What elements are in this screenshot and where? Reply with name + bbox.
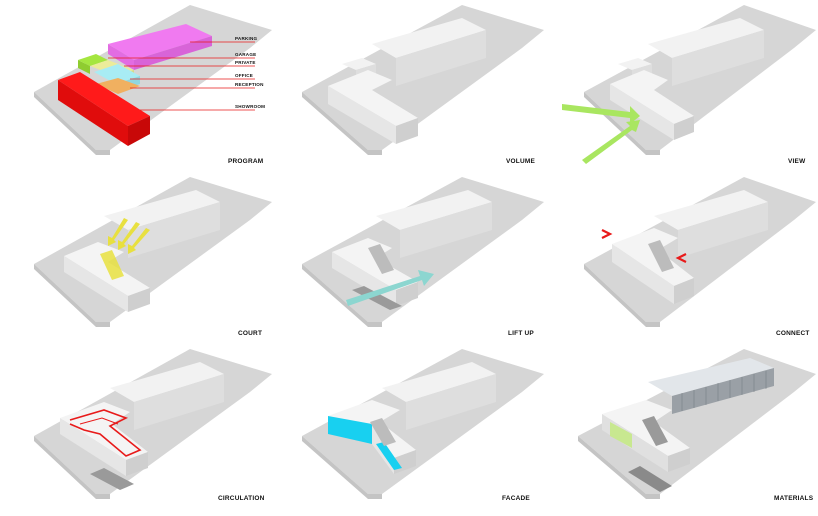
office-block: [94, 64, 140, 84]
caption-connect: CONNECT: [776, 330, 810, 337]
court-arrows: [108, 218, 150, 254]
connect-marks: [601, 229, 687, 263]
circulation-path: [69, 409, 142, 457]
label-parking: PARKING: [235, 36, 258, 41]
facade-glazing: [328, 416, 372, 444]
panel-view: VIEW: [544, 0, 816, 172]
label-showroom: SHOWROOM: [235, 104, 266, 109]
caption-lift-up: LIFT UP: [508, 330, 534, 337]
showroom-block: [58, 72, 150, 126]
lift-up-arrow: [346, 270, 434, 306]
program-drawing: [34, 5, 272, 155]
label-garage: GARAGE: [235, 52, 257, 57]
panel-program: PARKING GARAGE PRIVATE OFFICE RECEPTION …: [0, 0, 272, 172]
view-drawing: [562, 5, 816, 164]
panel-lift-up: LIFT UP: [272, 172, 544, 344]
connect-drawing: [584, 177, 816, 327]
garage-block: [78, 54, 108, 66]
lift-up-drawing: [302, 177, 544, 327]
panel-connect: CONNECT: [544, 172, 816, 344]
materials-drawing: [578, 349, 816, 499]
volume-drawing: [302, 5, 544, 155]
caption-view: VIEW: [788, 158, 806, 165]
caption-materials: MATERIALS: [774, 495, 814, 502]
panel-circulation: CIRCULATION: [0, 344, 272, 516]
label-reception: RECEPTION: [235, 82, 264, 87]
label-office: OFFICE: [235, 73, 254, 78]
caption-facade: FACADE: [502, 495, 530, 502]
court-drawing: [34, 177, 272, 327]
caption-circulation: CIRCULATION: [218, 495, 265, 502]
caption-court: COURT: [238, 330, 263, 337]
panel-volume: VOLUME: [272, 0, 544, 172]
view-arrows: [562, 104, 640, 164]
facade-drawing: [302, 349, 544, 499]
panel-materials: MATERIALS: [544, 344, 816, 516]
panel-court: COURT: [0, 172, 272, 344]
caption-volume: VOLUME: [506, 158, 536, 165]
panel-facade: FACADE: [272, 344, 544, 516]
reception-block: [96, 78, 140, 94]
caption-program: PROGRAM: [228, 158, 264, 165]
court-void: [100, 250, 124, 280]
parking-block: [108, 24, 212, 60]
materials-green: [610, 422, 632, 448]
label-private: PRIVATE: [235, 60, 256, 65]
circulation-drawing: [34, 349, 272, 499]
